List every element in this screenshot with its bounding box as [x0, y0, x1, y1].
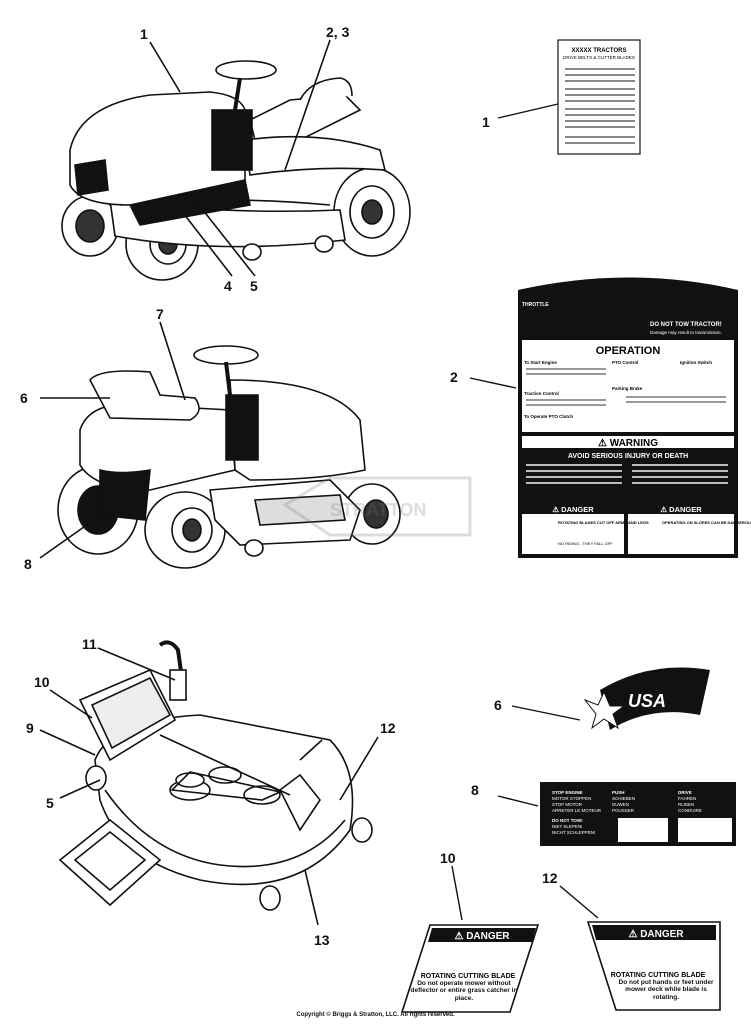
callout-1-decal: 1 [482, 114, 490, 130]
d2-pto-text: PTO Control [612, 360, 638, 365]
callout-2-decal: 2 [450, 369, 458, 385]
callout-5-deck: 5 [46, 795, 54, 811]
decal-1-belts-blades: XXXXX TRACTORS DRIVE BELTS & CUTTER BLAD… [497, 39, 641, 155]
d2-dl-s-text: NO RIDING - THEY FALL OFF [558, 541, 613, 546]
d8-c3-text: POUSSER [612, 808, 635, 813]
d2-start-text: To Start Engine [524, 360, 557, 365]
callout-5-tractor: 5 [250, 278, 258, 294]
d8-a2-text: STOP MOTOR [552, 802, 583, 807]
d8-d1-text: FAHREN [678, 796, 696, 801]
decal-12-danger: ⚠ DANGER ROTATING CUTTING BLADE Do not p… [559, 885, 721, 1011]
d2-dr-text: ⚠ DANGER [660, 505, 702, 514]
watermark: STRATTON [282, 476, 472, 537]
d1-title-text: XXXXX TRACTORS [572, 48, 627, 54]
callout-13: 13 [314, 932, 330, 948]
decal-8-engine: STOP ENGINE MOTOR STOPPEN STOP MOTOR ARR… [497, 782, 736, 846]
d8-d0-text: DRIVE [678, 790, 692, 795]
d2-trac-text: Traction Control [524, 391, 559, 396]
d8-c1-text: SCHIEBEN [612, 796, 635, 801]
decal-6-usa: USA [511, 667, 710, 730]
d2-throttle-text: THROTTLE [522, 302, 549, 308]
d2-dr-t-text: OPERATING ON SLOPES CAN BE DANGEROUS [662, 520, 751, 525]
d8-b0-text: DO NOT TOW! [552, 818, 583, 823]
d2-warn-text: ⚠ WARNING [598, 438, 658, 449]
d12-x-text: Do not put hands or feet under mower dec… [618, 979, 714, 1001]
d2-avoid-text: AVOID SERIOUS INJURY OR DEATH [568, 453, 688, 460]
d2-optpto-text: To Operate PTO Clutch [524, 414, 573, 419]
copyright-notice: Copyright © Briggs & Stratton, LLC. All … [296, 1012, 455, 1018]
mower-deck [39, 640, 379, 926]
d8-b2-text: NICHT SCHLEPPEN! [552, 830, 595, 835]
d2-park-text: Parking Brake [612, 386, 643, 391]
d8-b1-text: NIET SLEPEN! [552, 824, 582, 829]
callout-7: 7 [156, 306, 164, 322]
d1-sub-text: DRIVE BELTS & CUTTER BLADES [563, 55, 635, 60]
d2-tow-sub-text: Damage may result to transmission. [650, 330, 722, 335]
watermark-text-text: STRATTON [330, 500, 426, 520]
callout-12-deck: 12 [380, 720, 396, 736]
d8-d3-text: CONDUIRE [678, 808, 702, 813]
decal-10-danger: ⚠ DANGER ROTATING CUTTING BLADE Do not o… [400, 865, 540, 1013]
callout-9: 9 [26, 720, 34, 736]
d10-x-text: Do not operate mower without deflector o… [410, 980, 518, 1002]
d10-t-text: ROTATING CUTTING BLADE [421, 973, 516, 980]
d12-h-text: ⚠ DANGER [628, 929, 684, 940]
callout-12-decal: 12 [542, 870, 558, 886]
d8-a1-text: MOTOR STOPPEN [552, 796, 591, 801]
callout-8-tractor: 8 [24, 556, 32, 572]
d8-d2-text: RIJDEN [678, 802, 694, 807]
d8-c0-text: PUSH [612, 790, 625, 795]
callout-6-tractor: 6 [20, 390, 28, 406]
decal-2-operation: OPERATION THROTTLE DO NOT TOW TRACTOR! D… [469, 277, 751, 558]
callout-4: 4 [224, 278, 232, 294]
callout-10-decal: 10 [440, 850, 456, 866]
d2-op-text: OPERATION [596, 345, 661, 357]
d8-a3-text: ARRETER LE MOTEUR [552, 808, 602, 813]
tractor-front-view [61, 39, 411, 281]
d2-ign-text: Ignition Switch [680, 360, 712, 365]
d10-h-text: ⚠ DANGER [454, 931, 510, 942]
d2-tow-text: DO NOT TOW TRACTOR! [650, 322, 722, 328]
d8-c2-text: DUWEN [612, 802, 629, 807]
callout-2-3: 2, 3 [326, 24, 350, 40]
callout-8-decal: 8 [471, 782, 479, 798]
tractor-rear-view [39, 321, 401, 569]
callout-1-tractor: 1 [140, 26, 148, 42]
callout-6-decal: 6 [494, 697, 502, 713]
d2-dl-text: ⚠ DANGER [552, 505, 594, 514]
d8-a0-text: STOP ENGINE [552, 790, 583, 795]
d6-text-text: USA [628, 691, 666, 711]
d2-dl-t-text: ROTATING BLADES CUT OFF ARMS AND LEGS [558, 520, 649, 525]
callout-10-deck: 10 [34, 674, 50, 690]
d12-t-text: ROTATING CUTTING BLADE [611, 972, 706, 979]
callout-11: 11 [82, 636, 97, 652]
